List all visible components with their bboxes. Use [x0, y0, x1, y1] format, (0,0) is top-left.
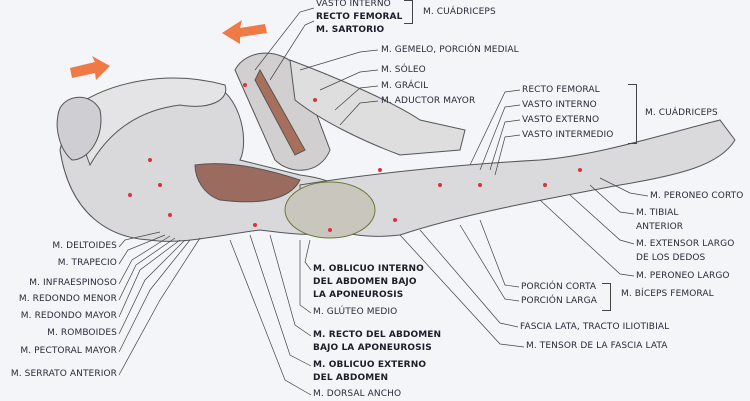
- label-porcion-larga: PORCIÓN LARGA: [521, 296, 597, 306]
- label-fascia-lata: FASCIA LATA, TRACTO ILIOTIBIAL: [520, 322, 670, 332]
- label-peroneo-largo: M. PERONEO LARGO: [636, 271, 730, 281]
- label-pectoral-mayor: M. PECTORAL MAYOR: [20, 346, 117, 356]
- label-vasto-externo: VASTO EXTERNO: [522, 115, 600, 125]
- label-tibial-2: ANTERIOR: [636, 222, 684, 232]
- direction-arrows: [70, 20, 267, 80]
- label-recto-femoral: RECTO FEMORAL: [522, 85, 600, 95]
- label-oblicuo-externo-1: M. OBLICUO EXTERNO: [313, 360, 427, 370]
- bracket-biceps: [602, 283, 611, 311]
- label-dorsal-ancho: M. DORSAL ANCHO: [313, 389, 402, 399]
- label-extensor-2: DE LOS DEDOS: [636, 253, 706, 263]
- label-sartorio: M. SARTORIO: [316, 25, 385, 35]
- bracket-top: [404, 0, 413, 24]
- label-cuadriceps-top: M. CUÁDRICEPS: [423, 7, 496, 17]
- label-oblicuo-interno-3: LA APONEUROSIS: [313, 290, 404, 300]
- sartorio: [254, 68, 306, 156]
- arrow-left-icon: [222, 20, 267, 44]
- abdominal-muscle: [194, 163, 301, 203]
- muscle-dots: [128, 83, 582, 232]
- label-tibial-1: M. TIBIAL: [636, 208, 679, 218]
- label-aductor: M. ADUCTOR MAYOR: [381, 96, 476, 106]
- arm: [69, 77, 227, 167]
- label-recto-abdomen-1: M. RECTO DEL ABDOMEN: [313, 330, 442, 340]
- label-deltoides: M. DELTOIDES: [52, 241, 117, 251]
- leader-lines: [118, 7, 649, 396]
- head: [56, 96, 102, 161]
- label-soleo: M. SÓLEO: [381, 65, 426, 75]
- label-infraespinoso: M. INFRAESPINOSO: [29, 278, 117, 288]
- label-peroneo-corto: M. PERONEO CORTO: [650, 191, 744, 201]
- label-extensor-1: M. EXTENSOR LARGO: [636, 239, 735, 249]
- label-biceps-femoral: M. BÍCEPS FEMORAL: [621, 289, 714, 299]
- label-porcion-corta: PORCIÓN CORTA: [521, 282, 597, 292]
- label-vasto-interno-top: VASTO INTERNO: [316, 0, 391, 9]
- label-vasto-interno: VASTO INTERNO: [522, 100, 597, 110]
- label-recto-abdomen-2: BAJO LA APONEUROSIS: [313, 343, 432, 353]
- label-romboides: M. ROMBOIDES: [47, 328, 117, 338]
- label-tensor: M. TENSOR DE LA FASCIA LATA: [526, 341, 668, 351]
- gluteus: [284, 181, 376, 239]
- label-redondo-menor: M. REDONDO MENOR: [18, 294, 117, 304]
- label-redondo-mayor: M. REDONDO MAYOR: [20, 311, 117, 321]
- straight-leg: [299, 119, 736, 237]
- label-oblicuo-externo-2: DEL ABDOMEN: [313, 373, 389, 383]
- bracket-right: [628, 84, 637, 144]
- label-oblicuo-interno-1: M. OBLICUO INTERNO: [313, 264, 424, 274]
- label-cuadriceps: M. CUÁDRICEPS: [645, 108, 718, 118]
- label-oblicuo-interno-2: DEL ABDOMEN BAJO: [313, 277, 417, 287]
- label-gluteo-medio: M. GLÚTEO MEDIO: [313, 307, 398, 317]
- label-vasto-intermedio: VASTO INTERMEDIO: [522, 130, 614, 140]
- label-recto-femoral-top: RECTO FEMORAL: [316, 12, 403, 22]
- label-gracil: M. GRÁCIL: [381, 81, 429, 91]
- label-gemelo: M. GEMELO, PORCIÓN MEDIAL: [381, 45, 519, 55]
- label-serrato-anterior: M. SERRATO ANTERIOR: [10, 369, 117, 379]
- label-trapecio: M. TRAPECIO: [57, 258, 117, 268]
- arrow-right-icon: [70, 56, 110, 80]
